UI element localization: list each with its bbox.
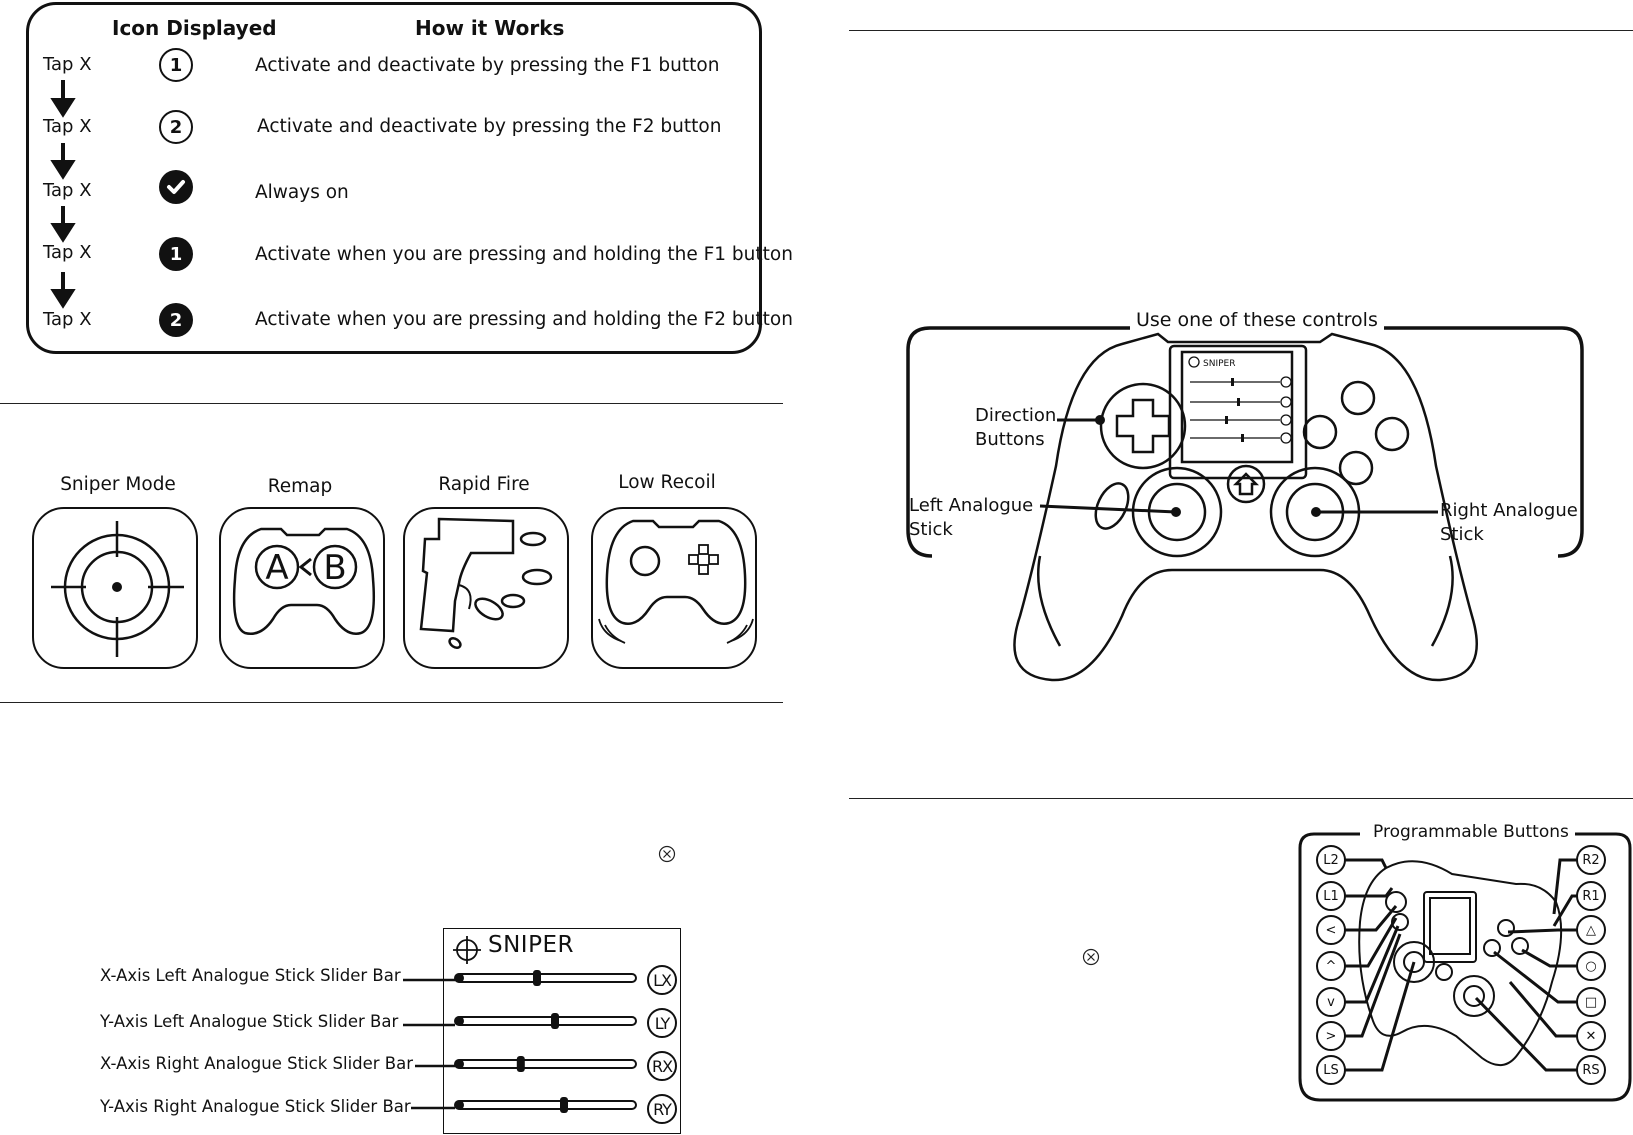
- slider-knob[interactable]: [551, 1013, 559, 1029]
- sniper-title: SNIPER: [488, 932, 574, 958]
- slider-track[interactable]: [455, 1016, 637, 1026]
- square-badge: □: [1576, 987, 1606, 1017]
- f2-hold-icon: 2: [159, 303, 193, 337]
- dpad-down-badge: v: [1316, 987, 1346, 1017]
- slider-label-rx: X-Axis Right Analogue Stick Slider Bar: [100, 1054, 414, 1073]
- axis-badge-rx: RX: [647, 1051, 677, 1081]
- tap-x-label: Tap X: [43, 242, 92, 263]
- sniper-mode-label: Sniper Mode: [60, 474, 176, 495]
- leader-lines: [403, 978, 455, 1110]
- sniper-screen-panel: SNIPER: [443, 928, 681, 1134]
- programmable-title: Programmable Buttons: [1367, 822, 1575, 842]
- gamepad-vibration-icon: [598, 519, 754, 644]
- callout-line: Right Analogue: [1440, 500, 1578, 521]
- rs-badge: RS: [1576, 1055, 1606, 1085]
- down-arrows: [50, 80, 76, 309]
- divider: [0, 403, 783, 404]
- crosshair-icon: [453, 936, 481, 964]
- dpad-up-badge: ^: [1316, 951, 1346, 981]
- remap-gamepad-icon: A B: [232, 527, 375, 635]
- f1-hold-icon: 1: [159, 237, 193, 271]
- cross-badge: ✕: [1576, 1021, 1606, 1051]
- rapid-fire-label: Rapid Fire: [438, 474, 530, 495]
- axis-badge-ry: RY: [647, 1094, 677, 1124]
- callout-dots: [1095, 415, 1321, 517]
- slider-label-lx: X-Axis Left Analogue Stick Slider Bar: [100, 966, 401, 985]
- mode-table-frame: [26, 2, 762, 354]
- right-stick-callout: Right Analogue Stick: [1440, 499, 1578, 547]
- slider-endpoint: [454, 1016, 464, 1026]
- axis-badge-ly: LY: [647, 1008, 677, 1038]
- slider-endpoint: [454, 1100, 464, 1110]
- low-recoil-tile: [591, 507, 757, 669]
- mini-slider-knobs: [1225, 378, 1244, 442]
- mini-sniper-screen: [1188, 356, 1292, 444]
- rapid-fire-tile: [403, 507, 569, 669]
- tap-x-label: Tap X: [43, 180, 92, 201]
- divider: [849, 30, 1633, 31]
- mode-description: Always on: [255, 182, 349, 203]
- axis-sliders: [454, 970, 637, 1113]
- bracket-right: [1356, 326, 1584, 558]
- remap-tile: A B: [219, 507, 385, 669]
- slider-track[interactable]: [455, 973, 637, 983]
- triangle-badge: △: [1576, 915, 1606, 945]
- mode-description: Activate and deactivate by pressing the …: [255, 55, 720, 76]
- mode-description: Activate and deactivate by pressing the …: [257, 116, 722, 137]
- slider-label-ry: Y-Axis Right Analogue Stick Slider Bar: [100, 1097, 411, 1116]
- callout-lines: [1039, 418, 1438, 514]
- slider-endpoint: [454, 1059, 464, 1069]
- cross-button-icon: [1082, 948, 1100, 966]
- remap-b-letter: B: [323, 548, 346, 588]
- slider-endpoint: [454, 973, 464, 983]
- direction-buttons-callout: Direction Buttons: [975, 404, 1056, 452]
- slider-label-ly: Y-Axis Left Analogue Stick Slider Bar: [100, 1012, 399, 1031]
- divider: [0, 702, 783, 703]
- dpad-right-badge: >: [1316, 1021, 1346, 1051]
- controls-title: Use one of these controls: [1130, 309, 1384, 331]
- how-it-works-header: How it Works: [415, 16, 565, 40]
- remap-label: Remap: [267, 476, 333, 497]
- callout-line: Buttons: [975, 429, 1045, 450]
- callout-line: Direction: [975, 405, 1057, 426]
- divider: [849, 798, 1633, 799]
- slider-knob[interactable]: [516, 1056, 525, 1072]
- checkmark-icon: [159, 170, 193, 204]
- f2-toggle-icon: 2: [159, 110, 193, 144]
- slider-track[interactable]: [455, 1059, 637, 1069]
- crosshair-icon: [51, 521, 184, 657]
- pistol-bullets-icon: [419, 517, 553, 650]
- circle-badge: ○: [1576, 951, 1606, 981]
- axis-badge-lx: LX: [647, 965, 677, 995]
- l2-badge: L2: [1316, 845, 1346, 875]
- tap-x-label: Tap X: [43, 116, 92, 137]
- dpad-left-badge: <: [1316, 915, 1346, 945]
- slider-knob[interactable]: [533, 970, 541, 986]
- left-stick-callout: Left Analogue Stick: [909, 494, 1033, 542]
- callout-line: Stick: [1440, 524, 1484, 545]
- mini-screen-title: SNIPER: [1203, 359, 1235, 369]
- r2-badge: R2: [1576, 845, 1606, 875]
- mode-description: Activate when you are pressing and holdi…: [255, 309, 793, 330]
- l1-badge: L1: [1316, 881, 1346, 911]
- r1-badge: R1: [1576, 881, 1606, 911]
- f1-toggle-icon: 1: [159, 48, 193, 82]
- sniper-mode-tile: [32, 507, 198, 669]
- mode-description: Activate when you are pressing and holdi…: [255, 244, 793, 265]
- low-recoil-label: Low Recoil: [618, 472, 716, 493]
- gamepad-icon: [1013, 332, 1478, 682]
- callout-line: Stick: [909, 519, 953, 540]
- bracket-left: [906, 326, 1130, 558]
- slider-knob[interactable]: [560, 1097, 568, 1113]
- cross-button-icon: [658, 845, 676, 863]
- controls-figure: SNIPER: [906, 326, 1584, 682]
- icon-displayed-header: Icon Displayed: [112, 16, 277, 40]
- ls-badge: LS: [1316, 1055, 1346, 1085]
- tap-x-label: Tap X: [43, 309, 92, 330]
- callout-line: Left Analogue: [909, 495, 1034, 516]
- slider-track[interactable]: [455, 1100, 637, 1110]
- remap-a-letter: A: [265, 548, 288, 588]
- bracket-frame: [1298, 832, 1632, 1102]
- tap-x-label: Tap X: [43, 54, 92, 75]
